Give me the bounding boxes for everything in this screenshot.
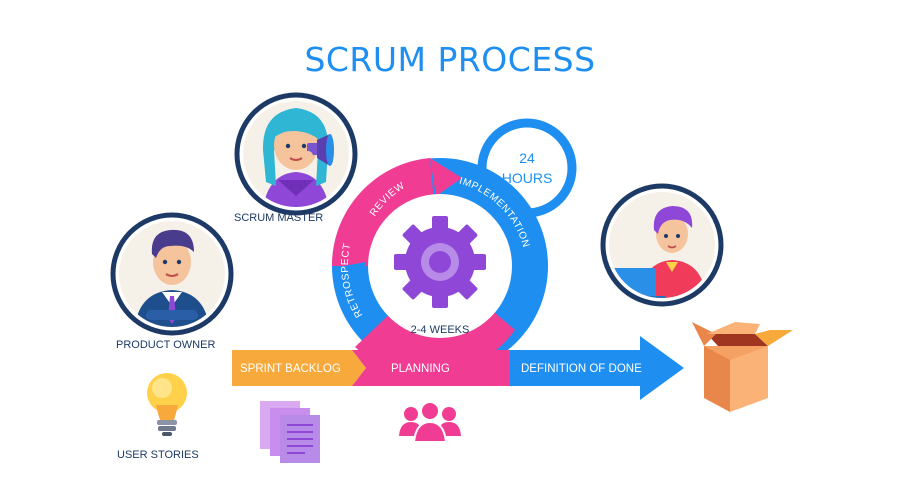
megaphone-icon	[303, 134, 334, 166]
cycle-duration: 2-4 WEEKS	[411, 324, 470, 336]
sprint-cycle-ring: RETROSPECT REVIEW IMPLEMENTATION 2-4 WE	[331, 158, 548, 375]
team-icon	[399, 401, 461, 443]
daily-cycle-number: 24	[519, 150, 535, 166]
flow-label-planning: PLANNING	[391, 363, 450, 375]
gear-icon	[394, 216, 486, 308]
flow-segment-definition-of-done	[510, 336, 684, 400]
open-box-icon	[692, 322, 793, 412]
documents-icon	[260, 401, 320, 463]
ring-arrow-head-top	[430, 158, 462, 196]
flow-arrow: SPRINT BACKLOG PLANNING DEFINITION OF DO…	[232, 336, 684, 400]
scrum-master-portrait	[234, 92, 358, 216]
label-product-owner: PRODUCT OWNER	[116, 339, 216, 351]
lightbulb-icon	[147, 373, 187, 436]
label-scrum-master: SCRUM MASTER	[234, 212, 324, 224]
flow-segment-planning	[352, 350, 510, 386]
flow-label-sprint-backlog: SPRINT BACKLOG	[240, 363, 341, 375]
label-user-stories: USER STORIES	[117, 449, 199, 461]
daily-cycle-unit: HOURS	[501, 170, 553, 186]
developer-portrait	[600, 183, 724, 307]
flow-label-definition-of-done: DEFINITION OF DONE	[521, 363, 642, 375]
product-owner-portrait	[110, 212, 234, 336]
flow-segment-sprint-backlog	[232, 350, 366, 386]
page-title: SCRUM PROCESS	[304, 40, 596, 79]
daily-cycle-label: 24 HOURS	[477, 118, 577, 218]
ring-arrow-head-left	[332, 262, 366, 298]
